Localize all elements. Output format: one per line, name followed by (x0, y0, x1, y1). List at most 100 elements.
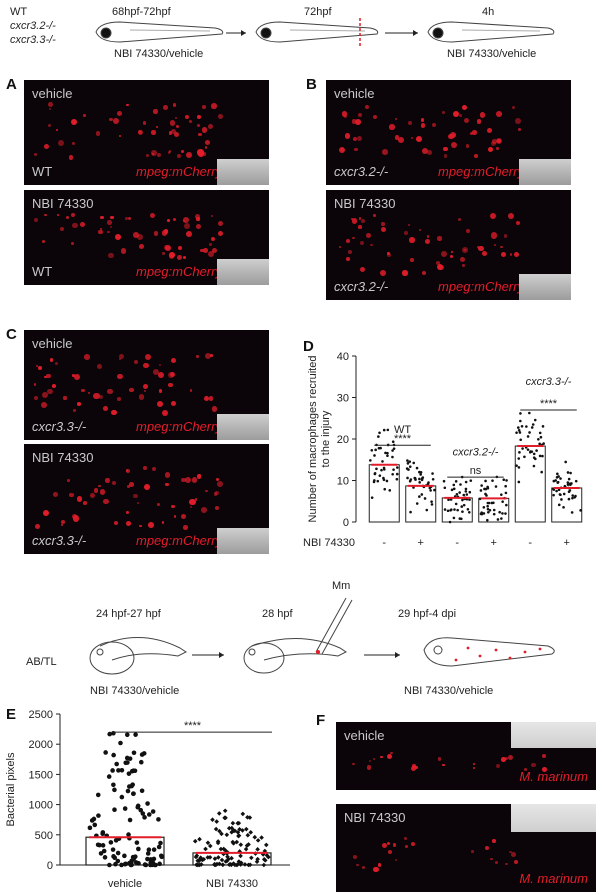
data-point (380, 468, 383, 472)
data-point (382, 476, 385, 480)
data-point (460, 505, 464, 508)
data-point (102, 855, 108, 860)
data-point (492, 501, 495, 505)
data-point (119, 862, 124, 868)
reporter-label: mpeg:mCherry (136, 419, 222, 434)
panel-b-letter: B (306, 76, 317, 93)
data-point (430, 503, 434, 506)
embryo-2 (243, 638, 347, 674)
data-point (559, 477, 562, 480)
data-point (455, 492, 459, 496)
data-point (552, 493, 555, 497)
data-point (213, 862, 219, 868)
bacteria-dots (454, 646, 542, 662)
data-point (194, 853, 200, 858)
data-point (505, 479, 508, 482)
condition-label: vehicle (344, 728, 385, 743)
significance-label: **** (540, 398, 558, 410)
data-point (146, 812, 152, 817)
data-point (139, 788, 145, 794)
y-tick-label: 2500 (29, 709, 53, 721)
brightfield-inset (519, 159, 571, 185)
data-point (517, 457, 521, 460)
data-point (521, 447, 524, 450)
data-point (534, 457, 537, 461)
data-point (491, 479, 494, 482)
data-point (530, 426, 534, 429)
data-point (423, 497, 427, 500)
data-point (210, 817, 215, 823)
brightfield-inset (217, 159, 269, 185)
genotype-cxcr3-2: cxcr3.2-/- (10, 20, 56, 32)
data-point (87, 825, 93, 831)
y-tick-label: 40 (337, 351, 349, 363)
data-point (112, 807, 117, 812)
data-point (129, 783, 134, 789)
data-point (196, 858, 202, 864)
data-point (501, 500, 504, 503)
data-point (142, 862, 148, 867)
y-axis-label: Number of macrophages recruitedto the in… (307, 356, 332, 523)
data-point (96, 813, 101, 818)
data-point (526, 448, 530, 451)
y-tick-label: 500 (35, 830, 53, 842)
data-point (517, 480, 521, 484)
data-point (124, 755, 130, 761)
data-point (532, 452, 536, 456)
data-point (525, 425, 528, 428)
brightfield-inset (217, 528, 269, 554)
data-point (247, 815, 253, 820)
panel-c-nbi-image: NBI 74330 cxcr3.3-/- mpeg:mCherry (24, 444, 269, 554)
data-point (101, 848, 107, 854)
data-point (110, 768, 115, 773)
data-point (100, 831, 105, 837)
data-point (113, 861, 118, 867)
data-point (579, 509, 582, 512)
data-point (466, 507, 470, 511)
larva-scheme-1 (95, 18, 555, 48)
condition-label: NBI 74330 (32, 196, 94, 211)
panel-c-letter: C (6, 326, 17, 343)
data-point (504, 512, 507, 515)
data-point (157, 861, 162, 867)
reporter-label: M. marinum (519, 871, 588, 886)
data-point (566, 471, 570, 474)
data-point (391, 472, 394, 476)
genotype-wt: WT (10, 6, 28, 18)
scheme2-treatment-1: NBI 74330/vehicle (90, 685, 180, 697)
data-point (152, 862, 157, 868)
data-point (464, 480, 468, 484)
data-point (370, 496, 374, 499)
data-point (465, 493, 469, 496)
data-point (554, 479, 557, 482)
scheme2-treatment-2: NBI 74330/vehicle (404, 685, 494, 697)
data-point (537, 437, 540, 441)
data-point (151, 847, 157, 852)
macrophage-dots (326, 190, 571, 300)
data-point (500, 493, 503, 496)
data-point (479, 489, 483, 492)
data-point (213, 826, 219, 832)
data-point (519, 419, 522, 423)
data-point (119, 794, 125, 800)
data-point (156, 844, 162, 850)
embryo-1 (89, 637, 187, 675)
data-point (231, 861, 236, 866)
data-point (235, 820, 241, 826)
data-point (566, 483, 570, 486)
data-point (264, 853, 270, 858)
data-point (219, 857, 225, 863)
data-point (442, 479, 446, 483)
data-point (138, 807, 144, 813)
data-point (370, 448, 374, 452)
data-point (480, 484, 483, 487)
data-point (391, 440, 395, 444)
data-point (446, 509, 450, 513)
injection-needle (315, 597, 353, 655)
data-point (194, 862, 199, 868)
data-point (115, 858, 121, 864)
data-point (133, 732, 138, 737)
data-point (374, 448, 377, 452)
